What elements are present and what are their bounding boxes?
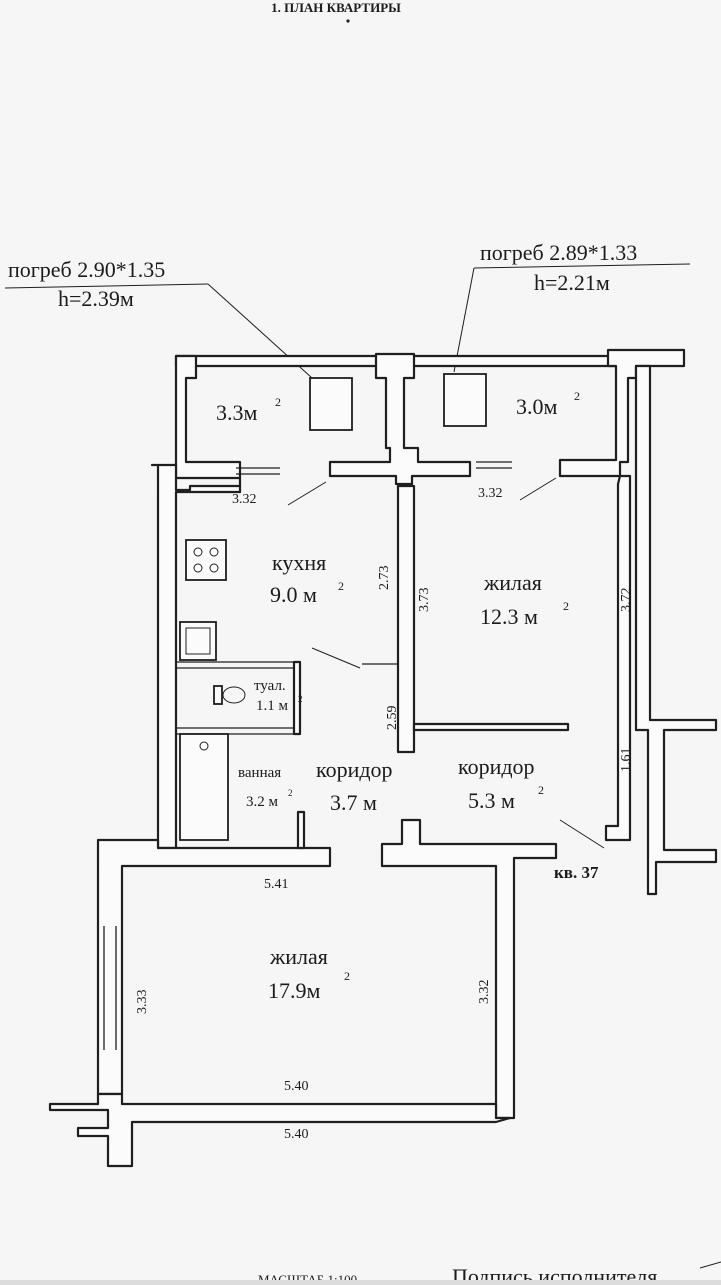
cellar-right-label: погреб 2.89*1.33	[480, 240, 637, 265]
cellar-right-height: h=2.21м	[534, 270, 610, 295]
dim-3-72: 3.72	[619, 588, 634, 613]
corridor1-area: 3.7 м	[330, 790, 377, 815]
apartment-number: кв. 37	[554, 863, 599, 882]
dim-1-61: 1.61	[619, 748, 634, 773]
stove-icon	[185, 539, 227, 581]
corridor-partition	[412, 722, 570, 732]
sup-7: 2	[538, 783, 544, 797]
sup-6: 2	[288, 788, 293, 798]
dim-2-73: 2.73	[377, 566, 392, 591]
cellar-right-leader	[453, 267, 475, 373]
cellar-right-leader-h	[473, 263, 691, 269]
sup-5: 2	[298, 694, 303, 704]
corridor2-area: 5.3 м	[468, 788, 515, 813]
right-room-wall	[604, 474, 632, 842]
cellar-left-hatch	[309, 377, 353, 431]
cellar-left-wall	[174, 354, 242, 480]
dim-leader-left	[287, 481, 327, 506]
sup-4: 2	[563, 599, 569, 613]
central-partition	[396, 484, 416, 754]
dot-mark	[346, 19, 350, 23]
living1-name: жилая	[483, 570, 542, 595]
dim-leader-right	[519, 477, 557, 501]
dim-3-33: 3.33	[135, 990, 150, 1015]
cellar-right-hatch	[443, 373, 487, 427]
toilet-name: туал.	[254, 678, 286, 694]
cellar-left-height: h=2.39м	[58, 286, 134, 311]
cellar-left-label: погреб 2.90*1.35	[8, 257, 165, 282]
door-swing-kitchen	[311, 647, 361, 669]
dim-5-41: 5.41	[264, 877, 289, 892]
sup-3: 2	[338, 579, 344, 593]
bathtub-icon	[179, 733, 229, 841]
living2-right-wall	[380, 818, 558, 1120]
dim-5-40-inner: 5.40	[284, 1079, 309, 1094]
signature-line	[699, 1261, 721, 1269]
kitchen-name: кухня	[272, 550, 326, 575]
toilet-side-wall	[292, 660, 302, 736]
center-pillar	[328, 352, 472, 486]
dim-3-32-right: 3.32	[478, 486, 503, 501]
plan-title: 1. ПЛАН КВАРТИРЫ	[271, 0, 401, 15]
living1-area: 12.3 м	[480, 604, 538, 629]
kitchen-area: 9.0 м	[270, 582, 317, 607]
dim-5-40-outer: 5.40	[284, 1127, 309, 1142]
neighbour-wall	[634, 364, 718, 896]
bottom-wall	[48, 1092, 512, 1168]
cellar-right-wall	[558, 348, 686, 478]
bath-side-wall	[296, 810, 306, 850]
footer-signature: Подпись исполнителя	[452, 1264, 657, 1280]
footer-scale: МАСШТАБ 1:100	[258, 1272, 357, 1280]
corridor2-name: коридор	[458, 754, 535, 779]
bath-name: ванная	[238, 765, 281, 781]
living2-name: жилая	[269, 944, 328, 969]
bath-area: 3.2 м	[246, 794, 279, 810]
cellar-right-area: 3.0м	[516, 394, 558, 419]
corridor1-name: коридор	[316, 757, 393, 782]
dim-3-32-bottom: 3.32	[477, 980, 492, 1005]
sup-1: 2	[275, 395, 281, 409]
living2-area: 17.9м	[268, 978, 321, 1003]
cellar-left-leader-h	[4, 283, 209, 289]
dim-2-59: 2.59	[385, 706, 400, 731]
sup-8: 2	[344, 969, 350, 983]
toilet-area: 1.1 м	[256, 698, 289, 714]
dim-leader-corridor	[559, 819, 605, 849]
dim-3-73: 3.73	[417, 588, 432, 613]
sup-2: 2	[574, 389, 580, 403]
cellar-left-area: 3.3м	[216, 400, 258, 425]
toilet-icon	[213, 685, 223, 705]
dim-3-32-left: 3.32	[232, 492, 257, 507]
